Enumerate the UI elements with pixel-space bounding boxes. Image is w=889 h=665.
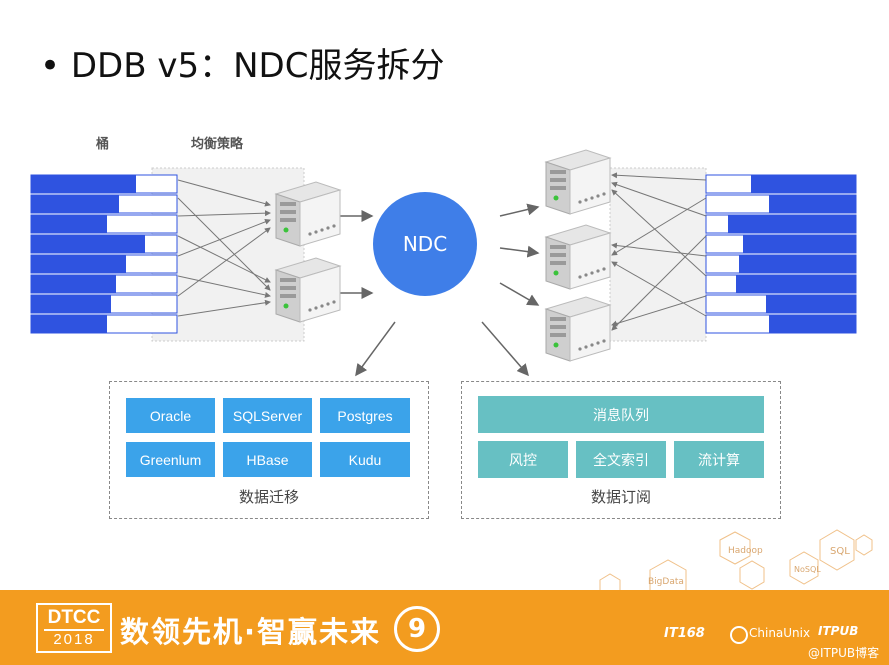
target-sqlserver: SQLServer [223,398,312,433]
slide-title: • DDB v5：NDC服务拆分 [40,46,445,86]
dtcc-logo: DTCC 2018 [36,603,112,653]
left-bucket-fill [31,275,116,293]
right-server-2 [544,224,612,290]
right-routing-lines [611,172,707,331]
architecture-diagram [30,149,857,377]
target-postgres: Postgres [320,398,410,433]
sponsor-it168: IT168 [664,626,705,641]
data-subscription-box: 消息队列 风控 全文索引 流计算 数据订阅 [461,381,781,519]
right-bucket-fill [728,215,856,233]
left-bucket-fill [31,315,107,333]
data-migration-caption: 数据迁移 [238,488,299,506]
left-bucket-fill [31,255,126,273]
data-migration-box: Oracle SQLServer Postgres Greenlum HBase… [109,381,429,519]
tag-hadoop: Hadoop [728,546,763,556]
left-server-1 [274,181,342,247]
left-bucket-fill [31,175,136,193]
ninth-edition-badge: 9 [394,606,440,652]
logo-text: DTCC [44,607,104,631]
sponsor-chinaunix: ChinaUnix [749,626,811,640]
consumer-fulltext-index: 全文索引 [576,441,666,478]
flow-arrows [340,203,540,377]
left-bucket-fill [31,215,107,233]
target-kudu: Kudu [320,442,410,477]
ndc-node: NDC [373,192,477,296]
data-subscription-caption: 数据订阅 [590,488,651,506]
target-hbase: HBase [223,442,312,477]
right-bucket-fill [769,195,856,213]
strategy-label: 均衡策略 [191,137,244,152]
right-bucket-fill [766,295,856,313]
sponsor-itpub: ITPUB [818,624,859,638]
right-bucket-fill [769,315,856,333]
logo-year: 2018 [53,631,95,648]
bucket-label: 桶 [96,137,110,152]
consumer-stream-compute: 流计算 [674,441,764,478]
right-server-3 [544,296,612,362]
left-bucket-fill [31,295,111,313]
target-greenlum: Greenlum [126,442,215,477]
left-bucket-fill [31,235,145,253]
right-server-1 [544,149,612,215]
right-bucket-fill [743,235,856,253]
message-queue: 消息队列 [478,396,764,433]
right-bucket-fill [739,255,856,273]
left-routing-lines [177,179,271,317]
consumer-risk-control: 风控 [478,441,568,478]
watermark: @ITPUB博客 [808,646,880,660]
right-bucket-fill [751,175,856,193]
right-bucket-group [705,174,857,334]
tag-sql: SQL [830,546,850,557]
right-bucket-fill [736,275,856,293]
left-server-2 [274,257,342,323]
chinaunix-logo-icon [730,626,748,644]
left-bucket-group [30,174,178,334]
left-bucket-fill [31,195,119,213]
slogan: 数领先机·智赢未来 [120,615,382,649]
tag-nosql: NoSQL [794,565,821,574]
tag-bigdata: BigData [648,577,684,587]
target-oracle: Oracle [126,398,215,433]
